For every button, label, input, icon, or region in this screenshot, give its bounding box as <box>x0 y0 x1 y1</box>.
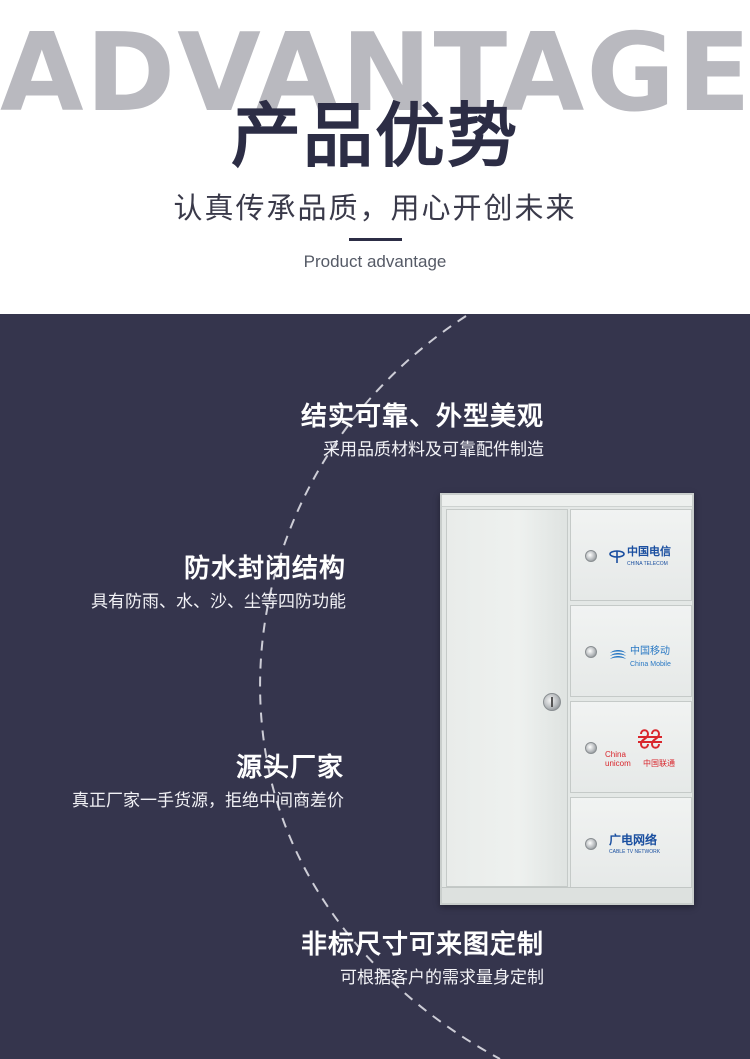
telecom-mark-icon <box>609 550 625 563</box>
logo-cn-text: 中国联通 <box>643 759 675 768</box>
title-divider <box>349 238 402 241</box>
cabinet-drawer-mobile: 中国移动 China Mobile <box>570 605 692 697</box>
lock-icon <box>585 646 597 658</box>
logo-cn-text: 中国移动 <box>630 645 670 657</box>
lock-icon <box>585 838 597 850</box>
cabinet-drawer-cable-tv: 广电网络 CABLE TV NETWORK <box>570 797 692 889</box>
lock-icon <box>585 742 597 754</box>
cabinet-drawer-unicom: China unicom 中国联通 <box>570 701 692 793</box>
feature-desc: 真正厂家一手货源，拒绝中间商差价 <box>72 791 344 811</box>
page-subtitle-english: Product advantage <box>303 252 447 271</box>
feature-title: 防水封闭结构 <box>183 554 346 584</box>
page-subtitle: 认真传承品质，用心开创未来 <box>173 191 577 225</box>
feature-title: 源头厂家 <box>235 753 344 783</box>
cabinet-top <box>442 495 692 507</box>
dashed-arc-decoration <box>259 315 501 1059</box>
cabinet-base <box>442 887 692 903</box>
header-section: ADVANTAGE 产品优势 认真传承品质，用心开创未来 Product adv… <box>0 0 750 314</box>
logo-cn-text: 中国电信 <box>627 544 671 558</box>
feature-desc: 具有防雨、水、沙、尘等四防功能 <box>91 592 346 612</box>
china-mobile-logo-icon: 中国移动 China Mobile <box>609 638 685 674</box>
feature-desc: 可根据客户的需求量身定制 <box>340 968 544 988</box>
logo-en-text: CHINA TELECOM <box>627 560 668 567</box>
cabinet-door <box>446 509 568 887</box>
logo-en-text: CABLE TV NETWORK <box>609 849 661 855</box>
feature-waterproof: 防水封闭结构 具有防雨、水、沙、尘等四防功能 <box>91 552 346 614</box>
logo-cn-text: 广电网络 <box>609 833 658 847</box>
feature-reliable: 结实可靠、外型美观 采用品质材料及可靠配件制造 <box>301 400 544 462</box>
china-telecom-logo-icon: 中国电信 CHINA TELECOM <box>609 538 685 574</box>
logo-en-text: China unicom <box>605 750 631 768</box>
feature-desc: 采用品质材料及可靠配件制造 <box>323 440 544 460</box>
feature-factory-direct: 源头厂家 真正厂家一手货源，拒绝中间商差价 <box>72 751 344 813</box>
feature-title: 非标尺寸可来图定制 <box>300 930 544 960</box>
logo-en-text: China Mobile <box>630 660 671 668</box>
unicom-knot-icon <box>638 729 662 749</box>
mobile-mark-icon <box>610 650 626 659</box>
lock-icon <box>585 550 597 562</box>
page-title: 产品优势 <box>231 95 519 177</box>
cable-tv-logo-icon: 广电网络 CABLE TV NETWORK <box>609 832 685 868</box>
china-unicom-logo-icon: China unicom 中国联通 <box>605 728 689 772</box>
feature-title: 结实可靠、外型美观 <box>300 402 544 432</box>
advantages-panel: 结实可靠、外型美观 采用品质材料及可靠配件制造 防水封闭结构 具有防雨、水、沙、… <box>0 314 750 1059</box>
cabinet-image: 中国电信 CHINA TELECOM 中国移动 China Mobile <box>440 493 694 905</box>
feature-custom-size: 非标尺寸可来图定制 可根据客户的需求量身定制 <box>301 928 544 990</box>
cabinet-drawer-telecom: 中国电信 CHINA TELECOM <box>570 509 692 601</box>
background-word: ADVANTAGE <box>0 11 750 136</box>
door-lock-icon <box>543 693 561 711</box>
